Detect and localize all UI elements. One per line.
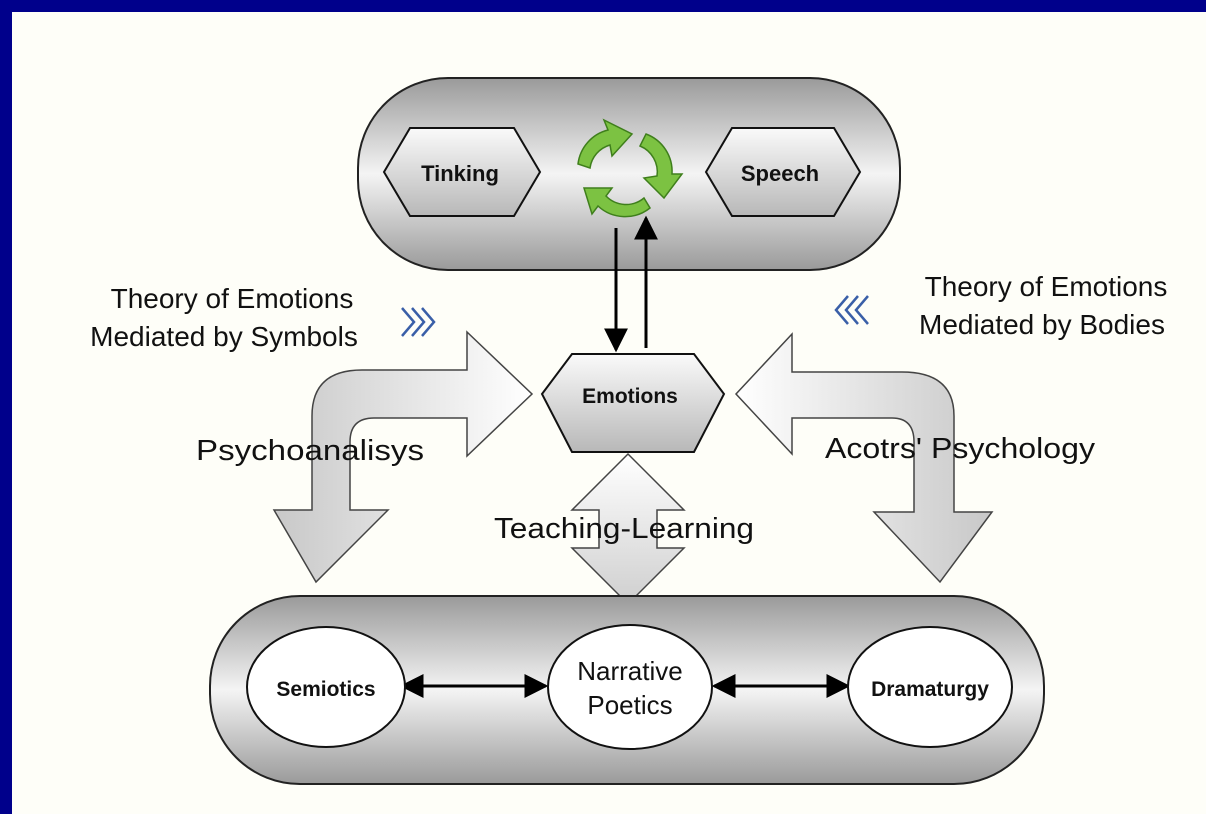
- right-theory-line2: Mediated by Bodies: [919, 309, 1165, 340]
- narrative-label: Narrative: [577, 656, 682, 686]
- double-chevron-right-icon: [401, 307, 436, 337]
- left-theory-line1: Theory of Emotions: [111, 283, 354, 314]
- teaching-learning-label: Teaching-Learning: [494, 513, 754, 545]
- tinking-node: Tinking: [382, 127, 542, 217]
- speech-label: Speech: [741, 161, 819, 186]
- narrative-poetics-node: Narrative Poetics: [547, 624, 713, 750]
- concept-diagram: Tinking Speech Theory of Emotions Mediat…: [90, 77, 1168, 785]
- slide: Tinking Speech Theory of Emotions Mediat…: [12, 12, 1206, 814]
- left-theory-line2: Mediated by Symbols: [90, 321, 358, 352]
- psychoanalisys-label: Psychoanalisys: [196, 435, 424, 467]
- semiotics-node: Semiotics: [246, 626, 406, 748]
- refresh-cycle-icon: [577, 118, 684, 218]
- tinking-label: Tinking: [421, 161, 499, 186]
- dramaturgy-label: Dramaturgy: [871, 678, 989, 701]
- left-bent-arrow: [272, 330, 534, 584]
- right-theory-line1: Theory of Emotions: [925, 271, 1168, 302]
- right-bent-arrow: [734, 332, 994, 584]
- semiotics-label: Semiotics: [276, 678, 375, 701]
- emotions-label: Emotions: [582, 385, 678, 408]
- double-chevron-left-icon: [834, 295, 869, 325]
- dramaturgy-node: Dramaturgy: [847, 626, 1013, 748]
- emotions-node: Emotions: [540, 353, 726, 453]
- top-group-container: [357, 77, 901, 271]
- poetics-label: Poetics: [587, 690, 672, 720]
- actors-psychology-label: Acotrs' Psychology: [825, 433, 1096, 465]
- speech-node: Speech: [704, 127, 862, 217]
